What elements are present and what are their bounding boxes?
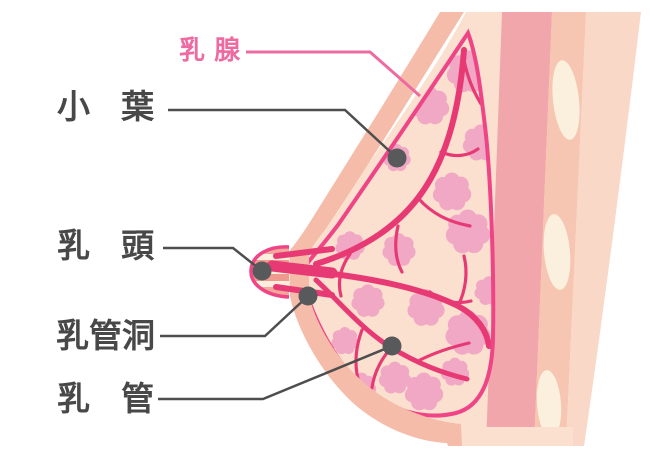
rib-ovals	[536, 60, 580, 438]
lobule-clusters	[331, 50, 494, 411]
breast-skin	[290, 12, 464, 446]
label-milk-duct: 乳 管	[57, 380, 155, 417]
marker-dot-nipple	[252, 261, 272, 281]
marker-dot-lobule	[387, 148, 407, 168]
lobule-cluster	[378, 361, 412, 394]
label-lobule: 小 葉	[57, 88, 155, 125]
leader-milk-duct	[158, 344, 393, 401]
leader-lobule	[168, 108, 398, 159]
lobule-cluster	[351, 284, 385, 317]
lobule-cluster	[331, 327, 359, 355]
outer-skin-band	[566, 12, 641, 446]
rib-oval	[536, 370, 562, 438]
leader-lines	[158, 50, 421, 401]
leader-mammary-gland	[246, 50, 421, 98]
leader-lactiferous-sinus	[160, 295, 309, 338]
lobule-cluster	[432, 172, 472, 211]
label-nipple: 乳 頭	[57, 227, 155, 264]
rib-oval	[552, 60, 580, 140]
label-lactiferous-sinus: 乳管洞	[56, 317, 155, 354]
marker-dot-lactiferous-sinus	[298, 286, 318, 306]
under-breast-strip	[461, 427, 573, 446]
leader-nipple	[163, 246, 263, 272]
lobule-cluster	[404, 372, 444, 411]
rib-oval	[543, 214, 571, 290]
lobule-cluster	[445, 310, 491, 355]
label-mammary-gland: 乳 腺	[179, 35, 241, 65]
marker-dot-milk-duct	[382, 336, 402, 356]
muscle-band	[486, 12, 552, 446]
